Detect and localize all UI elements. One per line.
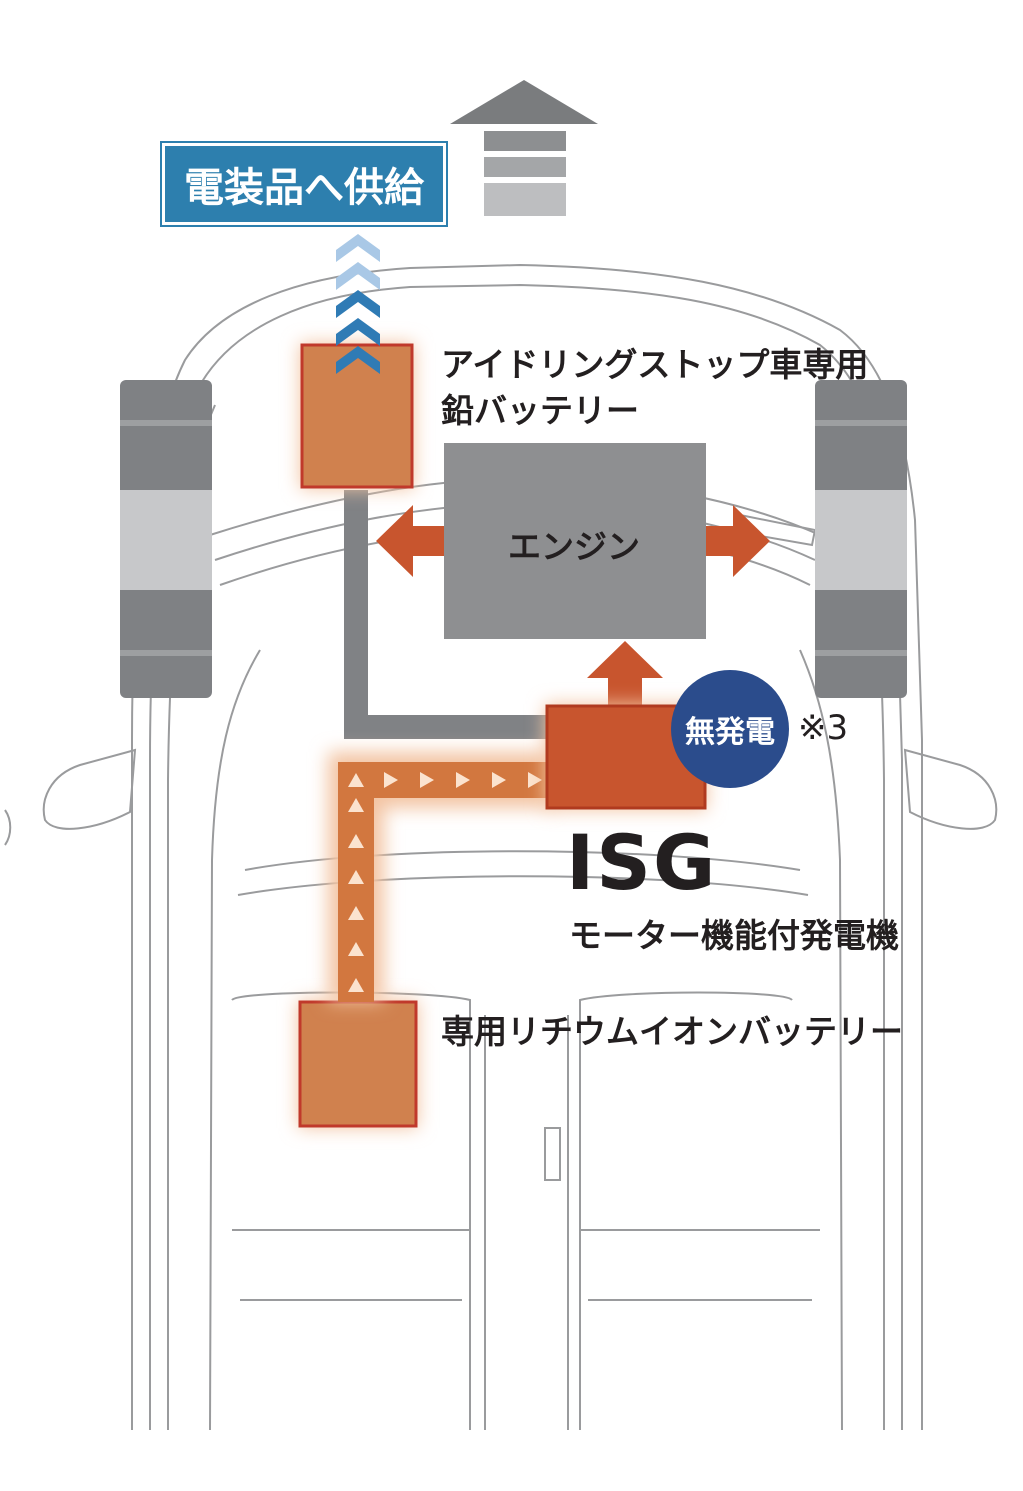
lead-battery-label-line2: 鉛バッテリー [441,391,639,430]
engine-left-arrow-icon [376,505,444,577]
no-generation-badge: 無発電 [671,670,789,788]
isg-title: ISG [566,818,718,907]
supply-chevrons-icon [336,234,380,374]
engine-block [444,443,706,639]
isg-to-engine-arrow-icon [587,641,663,706]
forward-arrow-icon [450,80,598,216]
front-left-tire [120,380,212,698]
charge-path [328,752,552,1002]
lead-battery [300,343,414,489]
engine-right-arrow-icon [706,505,770,577]
lithium-ion-battery [298,1000,418,1128]
isg-description: モーター機能付発電機 [569,916,899,955]
note-reference: ※3 [798,708,849,748]
engine-label: エンジン [508,527,640,566]
supply-to-electrical-label: 電装品へ供給 [160,141,448,227]
gray-connector [344,490,548,739]
lithium-ion-battery-label: 専用リチウムイオンバッテリー [441,1012,903,1051]
lead-battery-label-line1: アイドリングストップ車専用 [441,345,869,384]
charge-triangles-icon [348,772,542,992]
front-right-tire [815,380,907,698]
